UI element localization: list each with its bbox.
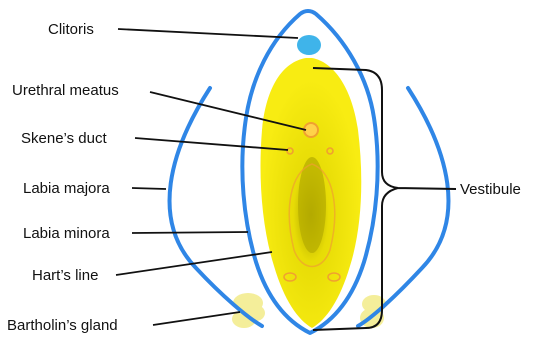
label-skenes-duct: Skene’s duct xyxy=(21,130,107,147)
label-vestibule: Vestibule xyxy=(460,181,521,198)
urethral-meatus-ring xyxy=(304,123,318,137)
label-clitoris: Clitoris xyxy=(48,21,94,38)
label-labia-majora: Labia majora xyxy=(23,180,110,197)
clitoris-shape xyxy=(297,35,321,55)
label-harts-line: Hart’s line xyxy=(32,267,98,284)
label-labia-minora: Labia minora xyxy=(23,225,110,242)
label-bartholins-gland: Bartholin’s gland xyxy=(7,317,118,334)
leader-bartholins-gland xyxy=(153,312,240,325)
leader-labia-majora xyxy=(132,188,166,189)
leader-labia-minora xyxy=(132,232,248,233)
label-urethral-meatus: Urethral meatus xyxy=(12,82,119,99)
leader-clitoris xyxy=(118,29,298,38)
leader-harts-line xyxy=(116,252,272,275)
